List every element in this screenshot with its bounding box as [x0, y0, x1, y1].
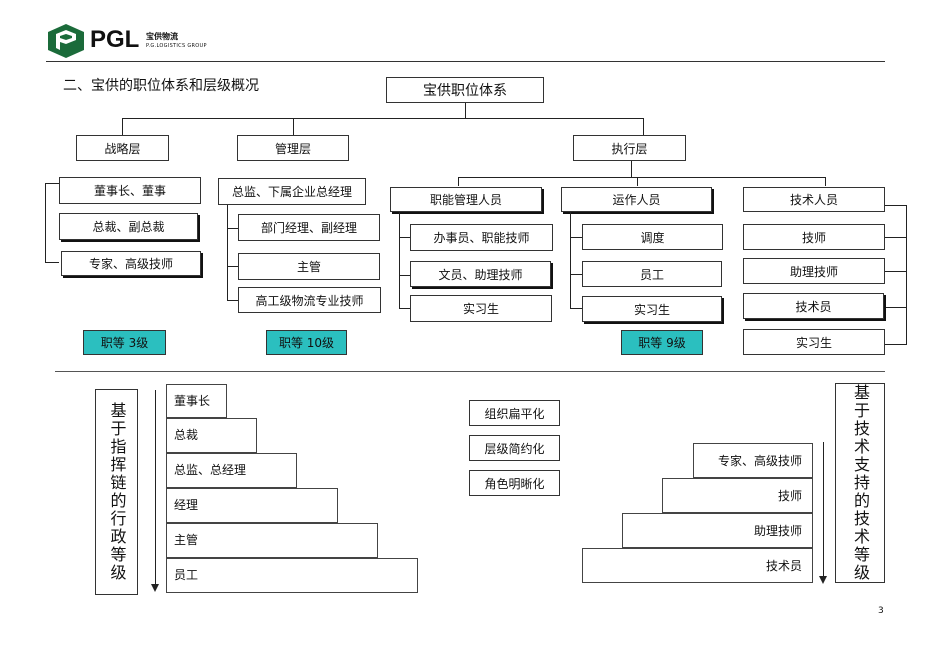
connector: [825, 177, 826, 186]
management-item: 高工级物流专业技师: [238, 287, 381, 313]
exec-ops-item: 实习生: [582, 296, 722, 322]
logo-cn: 宝供物流: [146, 32, 178, 41]
admin-step: 经理: [166, 488, 338, 523]
tech-step: 专家、高级技师: [693, 443, 813, 478]
page-number: 3: [878, 606, 884, 616]
admin-step-label: 员工: [174, 568, 199, 582]
admin-chain-label: 基于指挥链的行政等级: [95, 389, 138, 595]
connector: [570, 237, 582, 238]
connector: [885, 271, 906, 272]
tech-step-label: 专家、高级技师: [717, 454, 802, 468]
down-arrow-icon: [151, 390, 161, 592]
tech-step: 助理技师: [622, 513, 813, 548]
exec-tech-item: 技术员: [743, 293, 884, 319]
admin-step-label: 总裁: [174, 428, 199, 442]
logo-brand: PGL: [90, 26, 140, 53]
connector: [885, 344, 906, 345]
connector: [122, 118, 123, 135]
admin-step-label: 主管: [174, 533, 199, 547]
layer-execution: 执行层: [573, 135, 686, 161]
management-item: 部门经理、副经理: [238, 214, 380, 241]
section-title: 二、宝供的职位体系和层级概况: [63, 78, 259, 94]
strategy-item: 董事长、董事: [59, 177, 201, 204]
layer-management: 管理层: [237, 135, 349, 161]
connector: [637, 177, 638, 186]
exec-ops-item: 调度: [582, 224, 723, 250]
connector: [45, 183, 59, 184]
root-box: 宝供职位体系: [386, 77, 544, 103]
connector: [458, 177, 826, 178]
grade-tag: 职等 9级: [621, 330, 703, 355]
exec-ops-item: 员工: [582, 261, 722, 287]
management-item: 总监、下属企业总经理: [218, 178, 366, 205]
management-item: 主管: [238, 253, 380, 280]
principle-box: 角色明晰化: [469, 470, 560, 496]
admin-step-label: 董事长: [174, 394, 211, 408]
tech-step-label: 技师: [777, 489, 802, 503]
admin-step: 总监、总经理: [166, 453, 297, 488]
tech-step: 技术员: [582, 548, 813, 583]
tech-step-label: 技术员: [765, 559, 802, 573]
connector: [45, 183, 46, 263]
admin-chain-label-text: 基于指挥链的行政等级: [107, 402, 127, 582]
connector: [885, 205, 906, 206]
connector: [885, 237, 906, 238]
exec-tech-item: 实习生: [743, 329, 885, 355]
admin-step-label: 总监、总经理: [174, 463, 247, 477]
admin-step-label: 经理: [174, 498, 199, 512]
admin-step: 董事长: [166, 384, 227, 418]
exec-tech-title: 技术人员: [743, 187, 885, 212]
admin-step: 总裁: [166, 418, 257, 453]
exec-admin-item: 办事员、职能技师: [410, 224, 553, 251]
grade-tag: 职等 3级: [83, 330, 166, 355]
connector: [570, 274, 582, 275]
connector: [885, 307, 906, 308]
connector: [465, 103, 466, 118]
connector: [122, 118, 644, 119]
connector: [45, 262, 59, 263]
layer-strategy: 战略层: [76, 135, 169, 161]
tech-chain-label-text: 基于技术支持的技术等级: [851, 384, 870, 582]
tech-step: 技师: [662, 478, 813, 513]
strategy-item: 总裁、副总裁: [59, 213, 198, 240]
connector: [643, 118, 644, 135]
tech-chain-label: 基于技术支持的技术等级: [835, 383, 885, 583]
admin-step: 主管: [166, 523, 378, 558]
pgl-logo-icon: [48, 24, 84, 58]
principle-box: 组织扁平化: [469, 400, 560, 426]
grade-tag: 职等 10级: [266, 330, 347, 355]
strategy-item: 专家、高级技师: [61, 251, 201, 276]
connector: [399, 308, 410, 309]
exec-admin-item: 实习生: [410, 295, 552, 322]
exec-admin-item: 文员、助理技师: [410, 261, 551, 287]
connector: [227, 228, 238, 229]
connector: [227, 205, 228, 301]
connector: [458, 177, 459, 186]
tech-step-label: 助理技师: [753, 524, 802, 538]
logo-en: P.G.LOGISTICS GROUP: [146, 43, 207, 49]
connector: [570, 308, 582, 309]
connector: [399, 275, 410, 276]
principle-box: 层级简约化: [469, 435, 560, 461]
logo: PGL 宝供物流 P.G.LOGISTICS GROUP: [46, 22, 216, 60]
header-rule: [46, 61, 885, 62]
connector: [570, 212, 571, 308]
connector: [631, 161, 632, 177]
connector: [293, 118, 294, 135]
exec-tech-item: 技师: [743, 224, 885, 250]
connector: [227, 300, 238, 301]
connector: [227, 266, 238, 267]
connector: [906, 205, 907, 345]
exec-admin-title: 职能管理人员: [390, 187, 542, 212]
connector: [399, 212, 400, 308]
connector: [399, 237, 410, 238]
admin-step: 员工: [166, 558, 418, 593]
down-arrow-icon: [819, 442, 829, 584]
section-divider: [55, 371, 885, 372]
exec-ops-title: 运作人员: [561, 187, 712, 212]
exec-tech-item: 助理技师: [743, 258, 885, 284]
